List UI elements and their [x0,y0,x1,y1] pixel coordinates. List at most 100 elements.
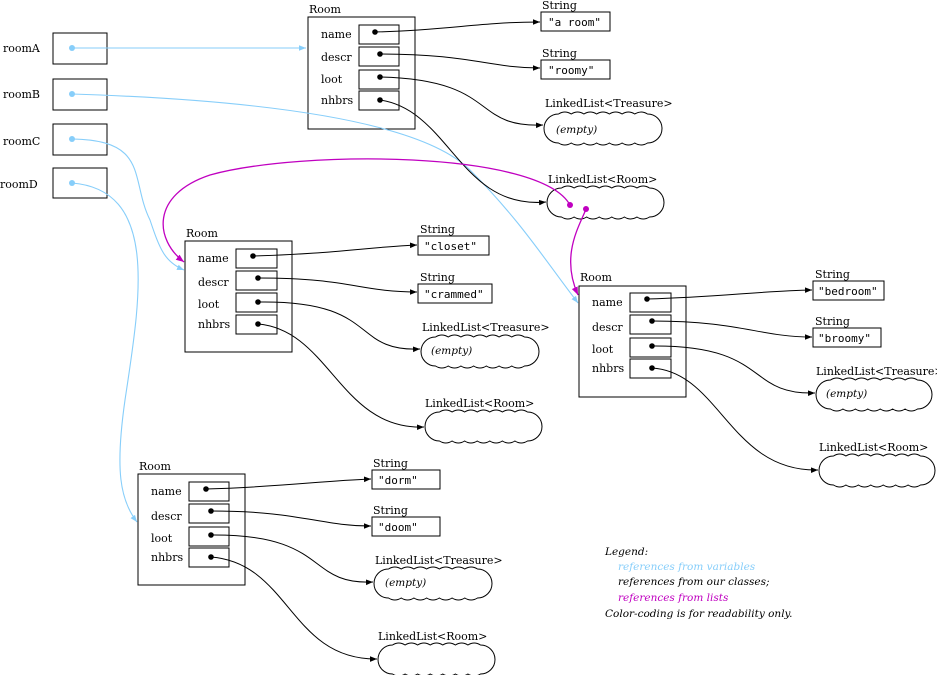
string-value: "roomy" [548,64,594,77]
cloud-outline [546,185,665,220]
type-label: LinkedList<Treasure> [545,97,673,110]
legend-classes: references from our classes; [618,576,770,588]
room-B-name-string: String "bedroom" [812,268,885,301]
arrow-descr-reference [379,53,541,71]
variable-label: roomB [3,88,40,101]
field-label-loot: loot [198,298,220,311]
string-value: "dorm" [378,474,418,487]
field-label-name: name [198,252,229,265]
room-B: Room name descr loot nhbrs [578,271,687,398]
type-label: LinkedList<Treasure> [422,321,550,334]
room-B-loot-list: LinkedList<Treasure> (empty) [815,365,937,412]
room-B-descr-string: String "broomy" [812,315,882,348]
field-slot-name [235,248,278,269]
room-D-name-string: String "dorm" [371,457,441,490]
arrow-roomD-to-room-D [71,182,139,523]
field-slot-descr [188,503,230,524]
string-box [417,283,493,304]
field-label-loot: loot [592,343,614,356]
variable-label: roomD [0,178,38,191]
room-C: Room name descr loot nhbrs [184,227,293,353]
room-D-descr-string: String "doom" [371,504,441,537]
string-value: "crammed" [424,288,484,301]
list-cloud [546,185,665,220]
type-label: LinkedList<Room> [425,397,534,410]
string-value: "bedroom" [818,285,878,298]
arrow-nhbrs-reference [651,367,819,473]
legend-title: Legend: [604,546,648,558]
arrow-nhbrs-reference [379,99,547,206]
arrow-list-to-room-C [162,158,571,263]
field-label-name: name [592,296,623,309]
room-A-descr-string: String "roomy" [540,47,611,80]
arrow-name-reference [374,19,541,33]
list-cloud [373,566,493,601]
room-class-label: Room [309,3,342,16]
arrow-nhbrs-reference [210,556,378,662]
string-value: "doom" [378,521,418,534]
string-value: "closet" [424,240,477,253]
cloud-outline [420,334,540,369]
arrow-list-to-room-B [570,208,587,296]
arrow-roomC-to-room-C [71,138,185,271]
string-box [812,280,885,301]
list-cloud [377,642,496,675]
type-label: LinkedList<Room> [819,441,928,454]
variable-box [52,167,108,199]
string-box [417,235,490,256]
list-cloud [424,409,543,444]
type-label: String [815,315,850,328]
arrow-loot-reference [210,534,374,586]
cloud-outline [815,377,933,412]
variable-label: roomC [3,135,40,148]
type-label: String [420,271,455,284]
field-label-name: name [151,485,182,498]
arrow-name-reference [646,287,813,300]
room-A: Room name descr loot nhbrs [307,3,416,130]
field-label-descr: descr [592,321,623,334]
field-label-loot: loot [321,73,343,86]
list-cloud [818,453,936,488]
field-label-descr: descr [151,510,182,523]
legend: Legend: references from variables refere… [604,546,792,620]
variable-roomC: roomC [3,123,108,156]
field-label-nhbrs: nhbrs [198,318,230,331]
arrow-loot-reference [257,301,421,353]
reference-dot [372,29,378,35]
arrow-descr-reference [257,277,418,295]
room-D: Room name descr loot nhbrs [137,460,246,586]
string-box [540,11,611,32]
arrow-roomB-to-room-B [71,93,579,304]
room-B-nhbrs-list: LinkedList<Room> [818,441,936,488]
string-box [371,469,441,490]
field-label-descr: descr [198,276,229,289]
cloud-outline [424,409,543,444]
list-cloud [420,334,540,369]
field-slot-name [188,481,230,502]
room-class-label: Room [580,271,613,284]
field-label-nhbrs: nhbrs [592,362,624,375]
field-label-descr: descr [321,51,352,64]
cloud-outline [543,111,663,146]
room-C-descr-string: String "crammed" [417,271,493,304]
string-box [371,516,441,537]
legend-note: Color-coding is for readability only. [605,608,792,620]
empty-label: (empty) [385,577,426,589]
room-D-nhbrs-list: LinkedList<Room> [377,630,496,675]
type-label: String [420,223,455,236]
type-label: String [542,0,577,12]
room-C-nhbrs-list: LinkedList<Room> [424,397,543,444]
legend-lists: references from lists [618,592,729,604]
arrow-nhbrs-reference [257,323,425,431]
room-class-label: Room [186,227,219,240]
type-label: String [815,268,850,281]
arrow-descr-reference [651,320,813,340]
legend-variables: references from variables [618,561,756,573]
variable-roomD: roomD [0,167,108,199]
type-label: LinkedList<Room> [378,630,487,643]
string-value: "broomy" [818,332,871,345]
arrow-descr-reference [210,510,372,529]
arrow-loot-reference [379,76,544,129]
arrow-name-reference [252,242,418,257]
empty-label: (empty) [826,388,867,400]
